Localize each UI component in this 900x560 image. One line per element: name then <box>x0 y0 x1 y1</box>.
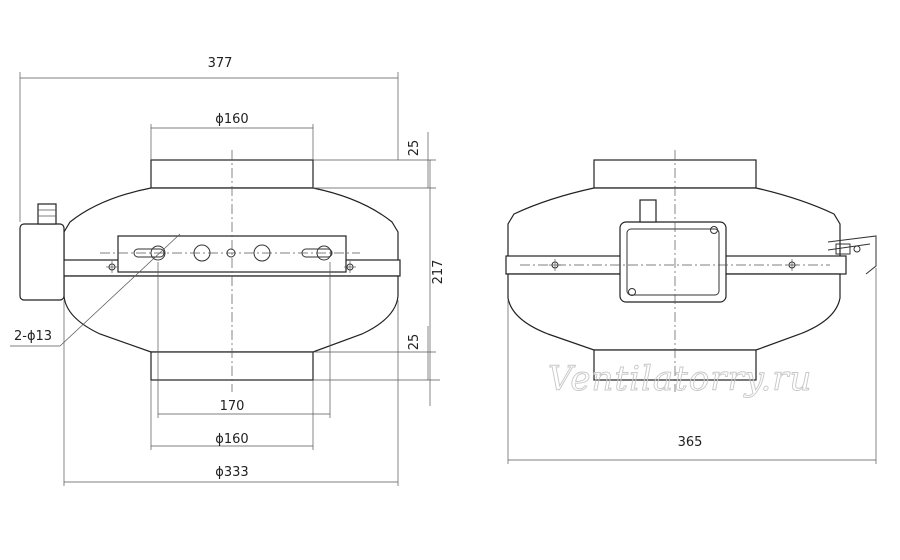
side-view <box>505 150 877 392</box>
dim-collar-height-top: 25 <box>407 140 422 157</box>
front-dimensions: 377 ϕ160 25 217 25 2-ϕ13 170 ϕ160 <box>10 56 446 486</box>
front-screw-left <box>106 261 118 273</box>
watermark: Ventilatorry.ru <box>548 359 812 399</box>
dim-mounting-holes: 2-ϕ13 <box>14 329 52 344</box>
side-cable-gland <box>639 199 657 223</box>
dim-overall-depth: 365 <box>678 435 703 450</box>
front-cable-gland <box>37 203 57 225</box>
front-lower-cone <box>63 275 399 353</box>
dim-housing-diameter: ϕ333 <box>215 465 248 480</box>
front-junction-box <box>19 223 65 301</box>
side-box-screw-bl <box>628 288 636 296</box>
side-dimensions: 365 <box>507 268 877 464</box>
side-box-screw-tr <box>710 226 718 234</box>
front-screw-right <box>344 261 356 273</box>
dim-inlet-diameter-bottom: ϕ160 <box>215 432 248 447</box>
dim-total-height: 217 <box>431 260 446 285</box>
front-view <box>19 150 401 392</box>
dim-overall-width: 377 <box>208 56 233 71</box>
dim-collar-height-bottom: 25 <box>407 334 422 351</box>
dim-outlet-diameter-top: ϕ160 <box>215 112 248 127</box>
side-mounting-bracket <box>827 235 877 275</box>
dim-hole-spacing: 170 <box>220 399 245 414</box>
side-terminal-box <box>619 221 727 303</box>
